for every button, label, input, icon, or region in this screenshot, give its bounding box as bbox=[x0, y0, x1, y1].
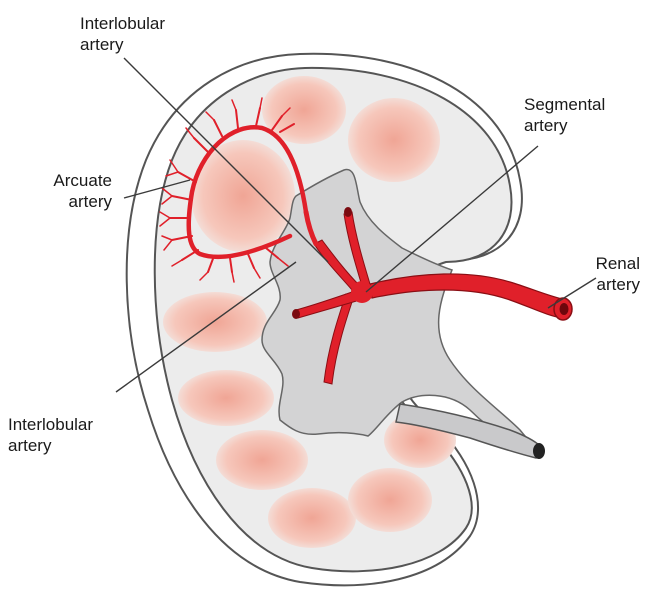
label-renal-artery: Renal artery bbox=[580, 253, 640, 295]
label-line: Renal bbox=[580, 253, 640, 274]
label-line: Interlobular bbox=[8, 414, 93, 435]
label-line: artery bbox=[524, 115, 605, 136]
label-interlobular-artery-bottom: Interlobular artery bbox=[8, 414, 93, 456]
label-arcuate-artery: Arcuate artery bbox=[30, 170, 112, 212]
label-line: artery bbox=[8, 435, 93, 456]
label-line: Interlobular bbox=[80, 13, 165, 34]
label-segmental-artery: Segmental artery bbox=[524, 94, 605, 136]
label-line: Segmental bbox=[524, 94, 605, 115]
label-line: Arcuate bbox=[30, 170, 112, 191]
label-interlobular-artery-top: Interlobular artery bbox=[80, 13, 165, 55]
ureter-opening bbox=[533, 443, 545, 459]
label-line: artery bbox=[580, 274, 640, 295]
label-line: artery bbox=[80, 34, 165, 55]
label-line: artery bbox=[30, 191, 112, 212]
